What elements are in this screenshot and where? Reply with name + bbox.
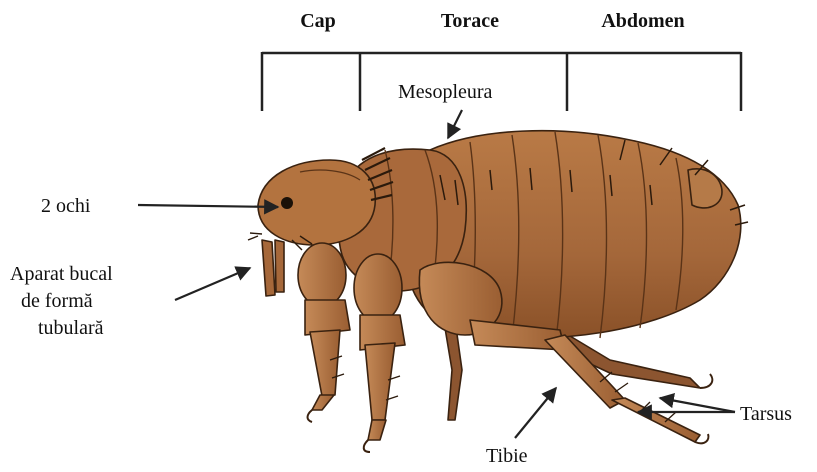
head (258, 160, 375, 245)
arrow-ochi (138, 205, 278, 207)
label-ochi: 2 ochi (41, 195, 91, 217)
section-label-torace: Torace (441, 10, 499, 32)
label-aparat-line2: de formă (21, 290, 93, 312)
arrow-tarsus-1 (660, 398, 735, 412)
flea-illustration (248, 131, 748, 452)
middle-leg (354, 254, 405, 440)
hind-tarsus (612, 398, 700, 442)
arrow-aparat (175, 268, 250, 300)
label-tibie: Tibie (486, 445, 528, 467)
label-aparat-line3: tubulară (38, 317, 104, 339)
section-label-abdomen: Abdomen (601, 10, 684, 32)
label-tarsus: Tarsus (740, 403, 792, 425)
mouthparts (262, 240, 284, 296)
section-bracket (262, 52, 741, 111)
front-leg (298, 243, 350, 410)
abdomen-tip (688, 169, 722, 208)
arrow-mesopleura (448, 110, 462, 138)
label-aparat-line1: Aparat bucal (10, 263, 113, 285)
section-label-cap: Cap (300, 10, 336, 32)
label-mesopleura: Mesopleura (398, 81, 493, 103)
eye (281, 197, 293, 209)
arrow-tibie (515, 388, 556, 438)
